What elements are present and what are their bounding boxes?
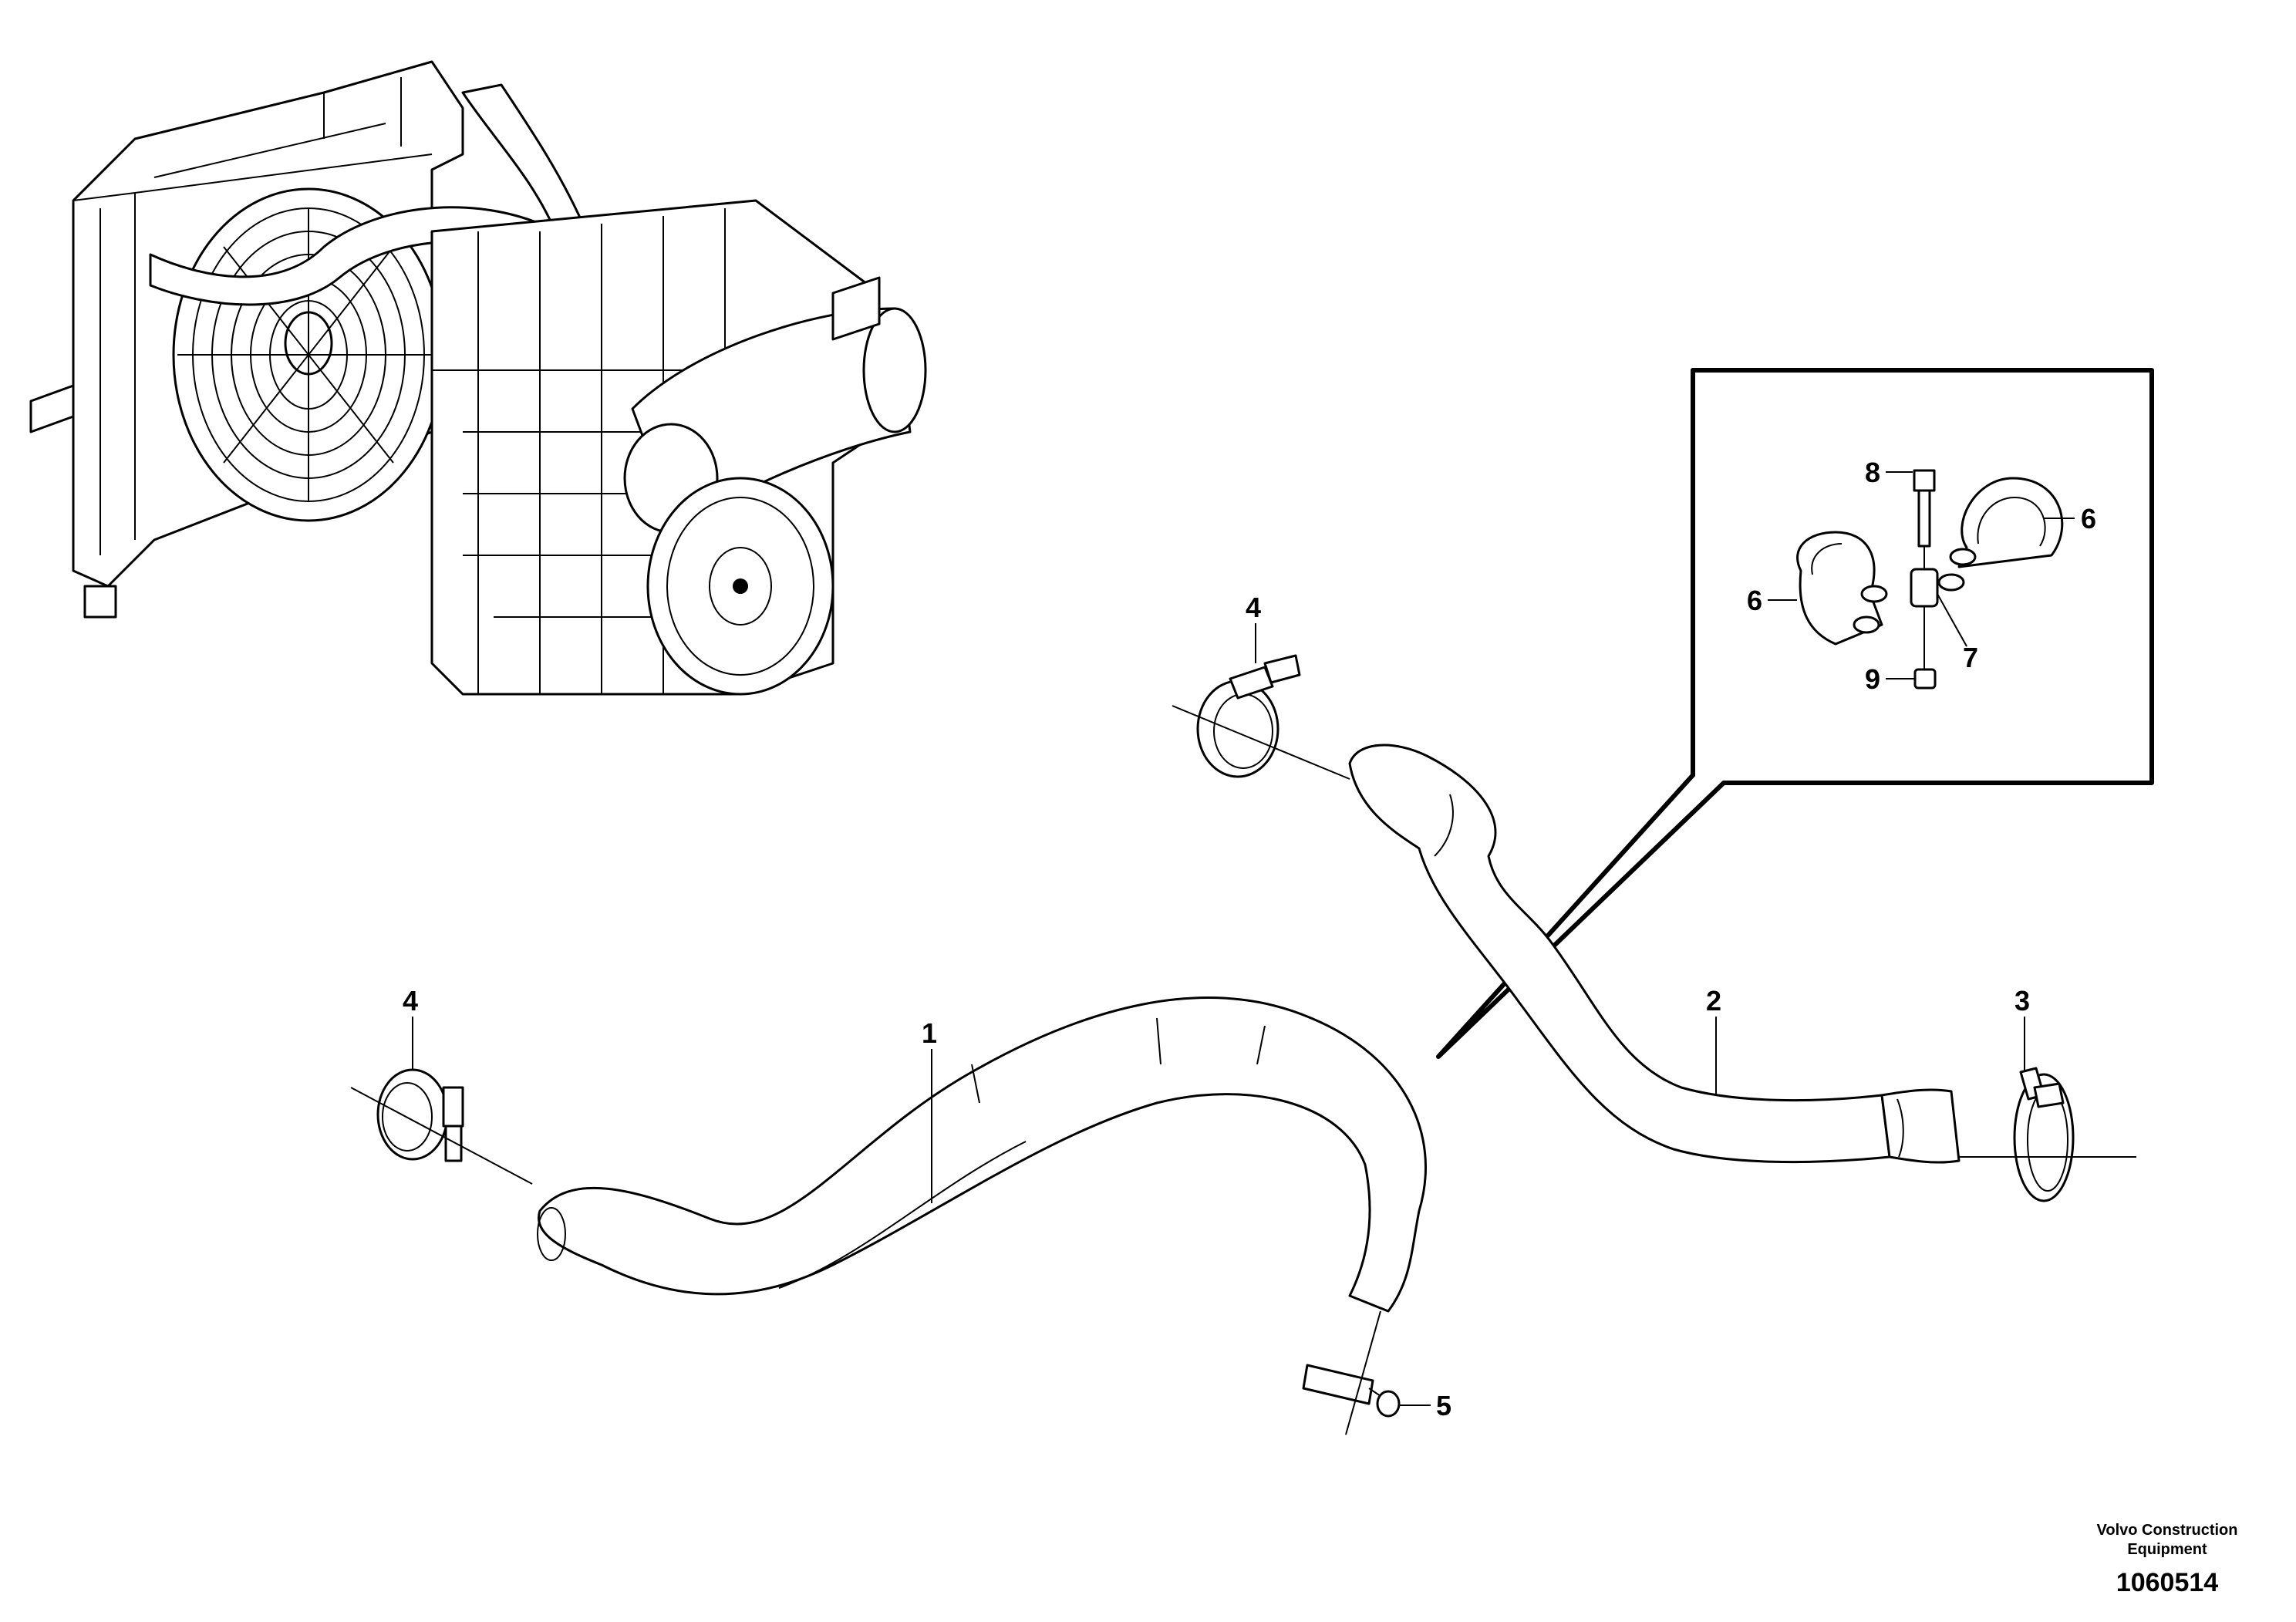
p-clamp-left [1796, 531, 1888, 646]
drawing-number: 1060514 [2116, 1568, 2218, 1597]
footer: Volvo Construction Equipment 1060514 [2097, 1522, 2238, 1597]
callout-3: 3 [2014, 985, 2030, 1017]
hose-clamp-3 [2013, 1067, 2075, 1202]
callout-leaders [412, 623, 2025, 1406]
company-name-line1: Volvo Construction [2097, 1522, 2238, 1539]
callout-4-upper: 4 [1246, 592, 1261, 623]
hose-clamp-4-upper [1196, 654, 1301, 778]
cooling-fan [172, 187, 445, 522]
hose-2 [1348, 744, 1961, 1164]
engine-assembly-illustration [29, 60, 927, 696]
hose-1 [537, 996, 1427, 1313]
company-name-line2: Equipment [2127, 1541, 2207, 1558]
callout-2: 2 [1706, 985, 1721, 1017]
nut-part [1913, 668, 1937, 690]
callout-6-left: 6 [1747, 585, 1762, 616]
detail-inset [1436, 368, 2154, 1059]
center-lines [350, 705, 2136, 1435]
callout-8: 8 [1865, 457, 1880, 488]
callout-9: 9 [1865, 663, 1880, 695]
bolt-part [1913, 469, 1936, 548]
callout-5: 5 [1436, 1390, 1451, 1421]
callout-4-lower: 4 [403, 985, 418, 1017]
p-clamp-right [1937, 477, 2064, 592]
hose-clamp-5 [1302, 1364, 1401, 1418]
callout-7: 7 [1963, 642, 1978, 673]
hose-clamp-4-lower [376, 1068, 464, 1162]
callout-1: 1 [922, 1017, 937, 1049]
spacer-part [1910, 568, 1939, 608]
callout-6-right: 6 [2081, 503, 2096, 534]
